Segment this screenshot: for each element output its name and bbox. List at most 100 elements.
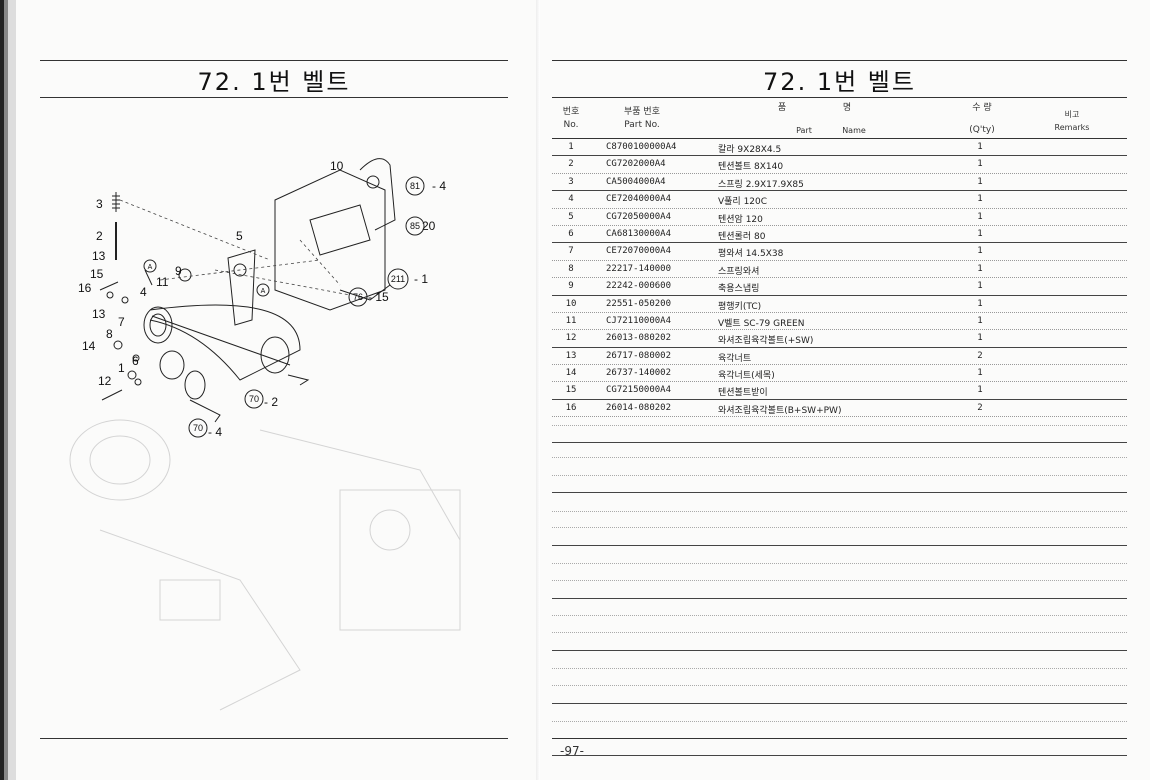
callout-2: 2 <box>96 229 103 243</box>
blank-line <box>552 633 1127 652</box>
part-number-no: 9 <box>568 281 574 292</box>
part-code: 26014-080202 <box>606 402 672 413</box>
right-page: 72. 1번 벨트 번호 No. 부품 번호 Part No. 품 명 Part… <box>540 0 1150 780</box>
header-name-en-2: Name <box>842 126 866 135</box>
quantity: 1 <box>977 228 983 239</box>
callout-8: 8 <box>106 327 113 341</box>
part-name: 칼라 9X28X4.5 <box>718 145 782 155</box>
header-name-ko-2: 명 <box>842 103 852 113</box>
callout-14: 14 <box>82 339 96 353</box>
header-part-no: 부품 번호 Part No. <box>624 107 660 130</box>
part-name: 텐션볼트 8X140 <box>718 162 784 173</box>
quantity: 1 <box>977 176 983 187</box>
part-code: 26737-140002 <box>606 368 672 379</box>
blank-line <box>552 722 1127 740</box>
blank-line <box>552 651 1127 670</box>
part-name: 텐션암 120 <box>718 214 763 225</box>
header-remarks: 비고 Remarks <box>1054 110 1090 132</box>
page-number: -97- <box>560 744 584 758</box>
part-code: CA5004000A4 <box>606 176 666 187</box>
blank-line <box>552 546 1127 565</box>
callout-2b: - 2 <box>264 395 278 409</box>
part-code: CA68130000A4 <box>606 228 672 239</box>
part-code: C8700100000A4 <box>606 142 677 152</box>
header-qty-ko: 수 량 <box>972 103 992 113</box>
ref-85: 85 <box>410 221 420 231</box>
part-code: CG7202000A4 <box>606 159 666 170</box>
callout-1: - 1 <box>414 272 428 286</box>
header-name-en-1: Part <box>796 126 812 135</box>
table-row: 3 CA5004000A4 스프링 2.9X17.9X85 1 <box>552 174 1127 192</box>
blank-line <box>552 512 1127 529</box>
ref-A1: A <box>148 264 153 271</box>
header-no: 번호 No. <box>562 107 580 130</box>
ref-70b: 70 <box>193 423 203 433</box>
blank-line <box>552 493 1127 513</box>
callout-13b: 13 <box>92 307 106 321</box>
quantity: 1 <box>977 333 983 344</box>
part-name: 텐션롤러 80 <box>718 231 766 242</box>
ref-81: 81 <box>410 181 420 191</box>
blank-line <box>552 599 1127 617</box>
part-name: 축용스냅링 <box>718 284 760 295</box>
left-bottom-rule <box>40 738 508 739</box>
blank-line <box>552 616 1127 634</box>
blank-line <box>552 458 1127 477</box>
part-number-no: 16 <box>565 402 577 413</box>
quantity: 1 <box>977 281 983 292</box>
quantity: 1 <box>977 159 983 170</box>
callout-4b: 4 <box>140 285 147 299</box>
blank-lines <box>552 417 1127 757</box>
quantity: 1 <box>977 298 983 309</box>
part-name: 육각너트(세목) <box>718 371 775 382</box>
quantity: 1 <box>977 263 983 274</box>
callout-4c: - 4 <box>208 425 222 439</box>
quantity: 1 <box>977 194 983 205</box>
part-name: 평와셔 14.5X38 <box>718 249 784 260</box>
part-code: 22551-050200 <box>606 298 672 309</box>
quantity: 1 <box>977 211 983 222</box>
callout-16: 16 <box>78 281 92 295</box>
callout-15b: 15 <box>90 267 104 281</box>
callout-7: 7 <box>118 315 125 329</box>
blank-line <box>552 669 1127 687</box>
part-name: 평행키(TC) <box>718 301 762 312</box>
quantity: 1 <box>977 385 983 396</box>
table-row: 9 22242-000600 축용스냅링 1 <box>552 278 1127 296</box>
blank-line <box>552 476 1127 494</box>
header-name-ko-1: 품 <box>777 103 787 113</box>
callout-15: - 15 <box>368 290 389 304</box>
part-number-no: 3 <box>568 176 574 187</box>
part-code: 22242-000600 <box>606 281 672 292</box>
part-code: CE72070000A4 <box>606 246 672 257</box>
callout-4: - 4 <box>432 179 446 193</box>
part-name: 육각너트 <box>718 353 752 364</box>
part-number-no: 14 <box>565 368 577 379</box>
part-number-no: 11 <box>565 315 577 326</box>
right-bottom-rule <box>552 738 1127 739</box>
part-code: CJ72110000A4 <box>606 315 672 326</box>
table-header: 번호 No. 부품 번호 Part No. 품 명 Part Name 수 량 … <box>552 100 1127 139</box>
part-number-no: 8 <box>568 263 574 274</box>
quantity: 2 <box>977 350 983 361</box>
part-name: 와셔조립육각볼트(B+SW+PW) <box>718 405 842 416</box>
callout-13a: 13 <box>92 249 106 263</box>
part-name: 텐션볼트받이 <box>718 388 768 399</box>
quantity: 1 <box>977 315 983 326</box>
ref-76: 76 <box>353 292 363 302</box>
blank-line <box>552 528 1127 547</box>
blank-line <box>552 581 1127 600</box>
part-name: 스프링 2.9X17.9X85 <box>718 179 804 190</box>
ref-211: 211 <box>391 274 405 284</box>
part-name: 와셔조립육각볼트(+SW) <box>718 336 814 347</box>
